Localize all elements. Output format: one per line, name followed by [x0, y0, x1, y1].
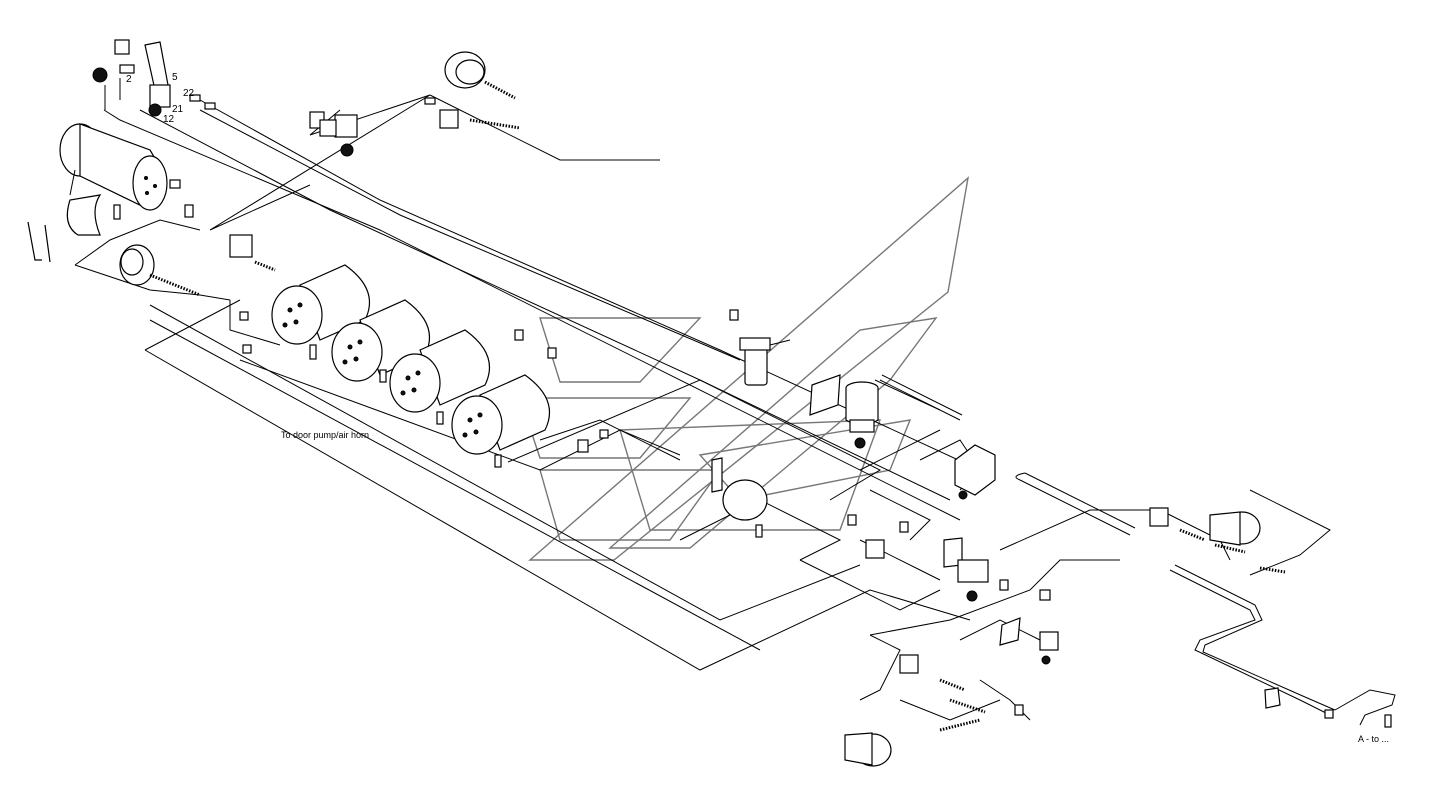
front-brake-chamber-top [309, 51, 521, 157]
reservoir-fittings [113, 179, 589, 468]
air-pipe-network [74, 94, 1331, 721]
callout-2: 2 [126, 74, 132, 85]
rear-right-brake-chamber [1179, 511, 1286, 574]
brake-valves [319, 119, 1169, 674]
callout-5: 5 [172, 72, 178, 83]
diagram-labels: To door pump/air horn A - to ... 22 21 1… [126, 72, 1389, 744]
callout-21: 21 [172, 104, 184, 115]
reservoir-3 [389, 329, 491, 413]
air-compressor-unit [845, 381, 879, 449]
right-side-tube-run [879, 374, 1396, 726]
pipe-fittings [189, 94, 1392, 728]
hand-brake-valve [92, 39, 171, 117]
left-brake-chamber [119, 234, 276, 297]
door-pump-note: To door pump/air horn [281, 430, 369, 440]
mounting-bracket [711, 374, 1281, 709]
relay-valve-right [954, 444, 996, 500]
reservoir-4 [451, 374, 551, 455]
rear-left-brake-chamber [844, 678, 986, 767]
air-dryer [739, 337, 791, 386]
bottom-right-note: A - to ... [1358, 734, 1389, 744]
callout-12: 12 [163, 114, 175, 125]
callout-22: 22 [183, 88, 195, 99]
auxiliary-tank [722, 479, 768, 538]
main-air-reservoir [27, 123, 168, 263]
